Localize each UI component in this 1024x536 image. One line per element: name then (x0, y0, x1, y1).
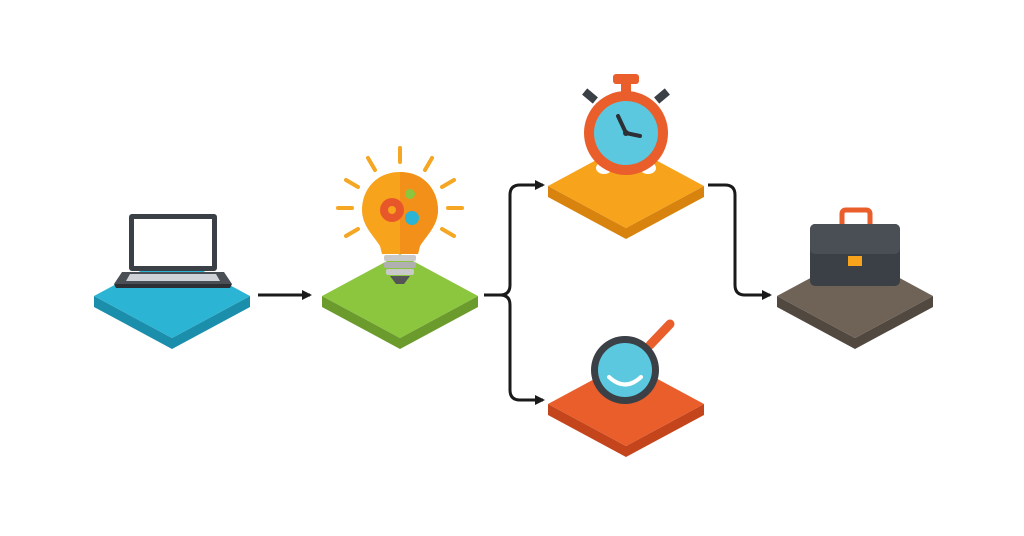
tile-top (322, 254, 478, 338)
tile-research (548, 362, 704, 457)
tile-time (548, 144, 704, 239)
tile-side (777, 296, 933, 349)
tile-side (322, 296, 478, 349)
arrow-idea-to-time (484, 180, 545, 297)
tile-side (94, 296, 250, 349)
lightbulb-icon (336, 146, 464, 284)
arrow-time-to-business (708, 183, 772, 300)
tile-top (548, 362, 704, 446)
tile-top (548, 144, 704, 228)
connector-arrows (258, 180, 772, 405)
tile-side (548, 404, 704, 457)
magnifier-icon (591, 319, 675, 404)
tile-idea (322, 254, 478, 349)
briefcase-icon (810, 207, 900, 286)
laptop-icon (114, 214, 232, 288)
stopwatch-icon (582, 74, 670, 175)
arrow-idea-to-research (499, 293, 545, 405)
tile-side (548, 186, 704, 239)
